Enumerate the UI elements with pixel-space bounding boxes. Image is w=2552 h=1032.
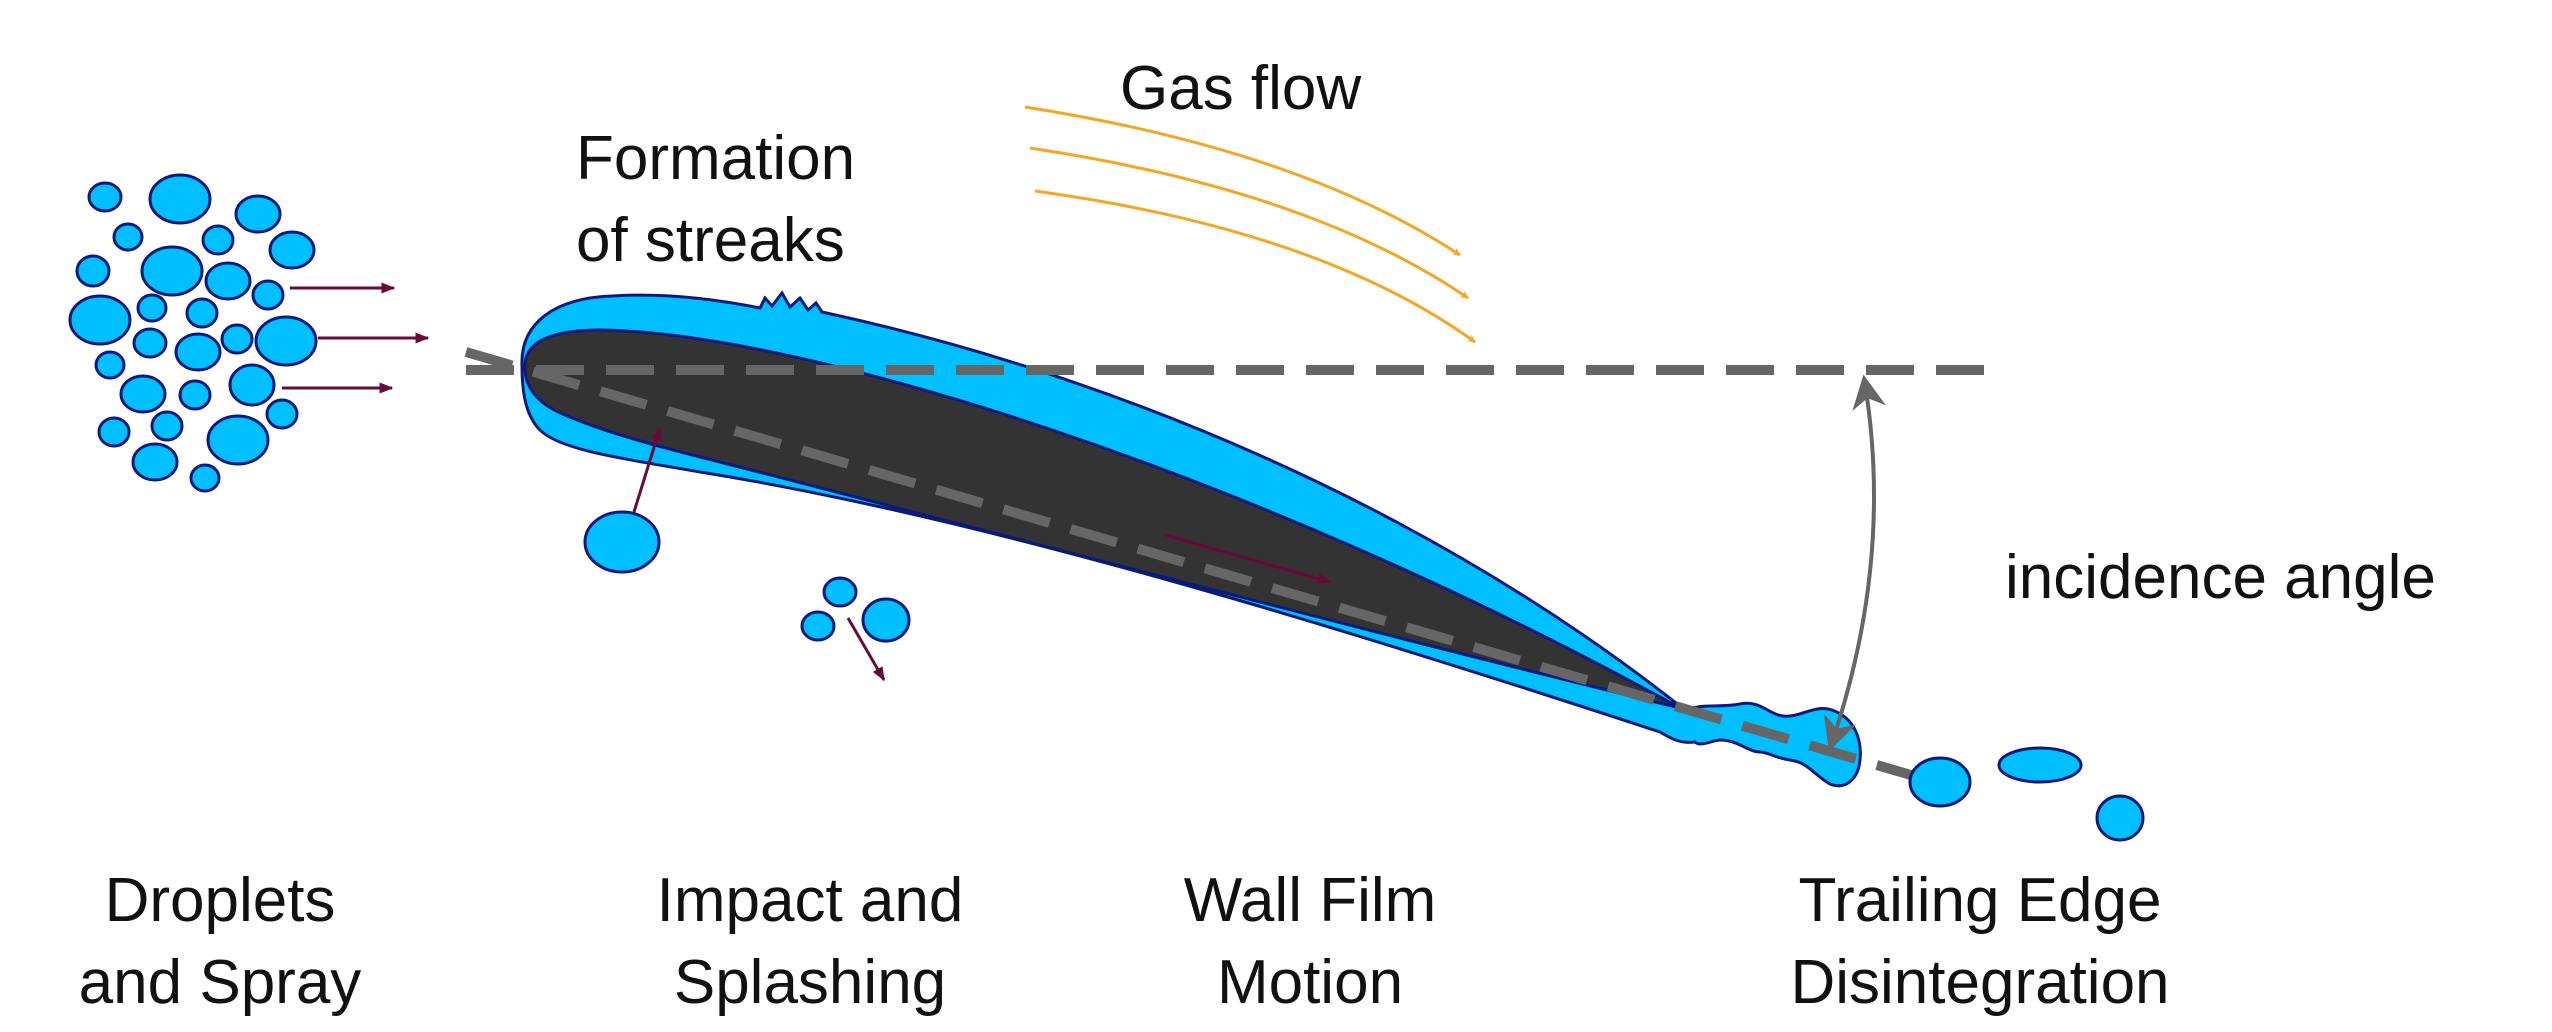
splash-arrow bbox=[846, 617, 886, 682]
formation-label-line2: of streaks bbox=[576, 206, 845, 275]
gas-flow-label: Gas flow bbox=[1120, 54, 1362, 123]
incidence-angle-arc bbox=[1823, 374, 1886, 752]
gas-flow-arrows bbox=[1024, 105, 1476, 344]
gas-flow-arrow-1 bbox=[1024, 105, 1461, 257]
impact-label-line2: Splashing bbox=[673, 948, 947, 1017]
impact-droplet bbox=[583, 510, 661, 574]
trailing-label-line2: Disintegration bbox=[1790, 948, 2170, 1017]
formation-label-line1: Formation bbox=[576, 124, 856, 193]
chord-line bbox=[464, 347, 1947, 790]
trailing-label-line1: Trailing Edge bbox=[1798, 866, 2162, 935]
impact-and-splashing-label: Impact and Splashing bbox=[600, 860, 1020, 1024]
gas-flow-arrow-2 bbox=[1029, 146, 1469, 300]
splash-droplets bbox=[800, 576, 911, 643]
airfoil bbox=[523, 328, 1681, 710]
spray-motion-arrows bbox=[282, 282, 430, 394]
trailing-edge-disintegration-label: Trailing Edge Disintegration bbox=[1710, 860, 2250, 1024]
gas-flow-arrow-3 bbox=[1034, 189, 1476, 344]
wallfilm-label-line1: Wall Film bbox=[1183, 866, 1437, 935]
wall-film-motion-arrow bbox=[1164, 533, 1332, 584]
trailing-edge-droplets bbox=[1908, 746, 2145, 842]
droplets-and-spray-label: Droplets and Spray bbox=[40, 860, 400, 1024]
incidence-angle-label: incidence angle bbox=[2005, 543, 2436, 612]
spray-droplet-cluster bbox=[68, 173, 318, 493]
droplets-label-line1: Droplets bbox=[104, 866, 336, 935]
impact-arrow bbox=[632, 426, 662, 513]
droplets-label-line2: and Spray bbox=[78, 948, 362, 1017]
impact-label-line1: Impact and bbox=[656, 866, 964, 935]
wallfilm-label-line2: Motion bbox=[1216, 948, 1404, 1017]
wall-film-motion-label: Wall Film Motion bbox=[1120, 860, 1500, 1024]
formation-of-streaks-label: Formation of streaks bbox=[576, 118, 855, 282]
